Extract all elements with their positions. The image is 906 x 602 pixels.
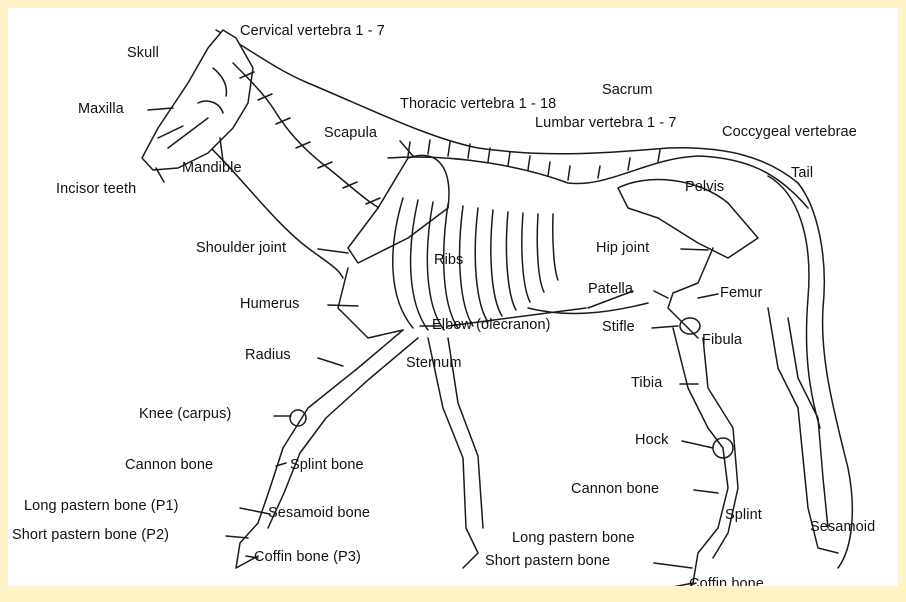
label-short-pastern-front: Short pastern bone (P2) bbox=[12, 528, 169, 543]
label-coccygeal: Coccygeal vertebrae bbox=[722, 125, 857, 140]
hind-leg-far-back bbox=[788, 318, 828, 528]
label-coffin-hind: Coffin bone bbox=[689, 577, 764, 586]
label-fibula: Fibula bbox=[702, 333, 742, 348]
label-hock: Hock bbox=[635, 433, 668, 448]
femur-bone bbox=[668, 248, 713, 338]
thoracic-lumbar-spine bbox=[388, 156, 808, 208]
label-skull: Skull bbox=[127, 46, 159, 61]
label-maxilla: Maxilla bbox=[78, 102, 124, 117]
label-elbow: Elbow (olecranon) bbox=[432, 318, 551, 333]
label-short-pastern-hind: Short pastern bone bbox=[485, 554, 610, 569]
label-tibia: Tibia bbox=[631, 376, 662, 391]
label-coffin-front: Coffin bone (P3) bbox=[254, 550, 361, 565]
label-pelvis: Pelvis bbox=[685, 180, 724, 195]
label-splint-bone: Splint bone bbox=[290, 458, 364, 473]
diagram-panel: Cervical vertebra 1 - 7 Skull Maxilla In… bbox=[8, 8, 898, 586]
label-ribs: Ribs bbox=[434, 253, 463, 268]
label-cervical: Cervical vertebra 1 - 7 bbox=[240, 24, 385, 39]
label-humerus: Humerus bbox=[240, 297, 300, 312]
label-long-pastern-front: Long pastern bone (P1) bbox=[24, 499, 179, 514]
label-sacrum: Sacrum bbox=[602, 83, 653, 98]
label-sesamoid-bone: Sesamoid bone bbox=[268, 506, 370, 521]
label-hip: Hip joint bbox=[596, 241, 649, 256]
label-sternum: Sternum bbox=[406, 356, 462, 371]
tail-vertebrae bbox=[768, 176, 820, 428]
label-lumbar: Lumbar vertebra 1 - 7 bbox=[535, 116, 677, 131]
label-sesamoid: Sesamoid bbox=[810, 520, 875, 535]
label-scapula: Scapula bbox=[324, 126, 377, 141]
label-knee: Knee (carpus) bbox=[139, 407, 231, 422]
stifle-joint bbox=[680, 318, 700, 334]
label-stifle: Stifle bbox=[602, 320, 635, 335]
label-patella: Patella bbox=[588, 282, 633, 297]
front-leg-near bbox=[236, 330, 403, 568]
label-long-pastern-hind: Long pastern bone bbox=[512, 531, 635, 546]
label-thoracic: Thoracic vertebra 1 - 18 bbox=[400, 97, 556, 112]
label-shoulder: Shoulder joint bbox=[196, 241, 286, 256]
label-cannon-hind: Cannon bone bbox=[571, 482, 659, 497]
label-cannon-front: Cannon bone bbox=[125, 458, 213, 473]
label-incisor: Incisor teeth bbox=[56, 182, 136, 197]
label-femur: Femur bbox=[720, 286, 762, 301]
label-radius: Radius bbox=[245, 348, 291, 363]
label-mandible: Mandible bbox=[182, 161, 242, 176]
label-splint: Splint bbox=[725, 508, 762, 523]
label-tail: Tail bbox=[791, 166, 813, 181]
scapula-bone bbox=[348, 155, 449, 263]
